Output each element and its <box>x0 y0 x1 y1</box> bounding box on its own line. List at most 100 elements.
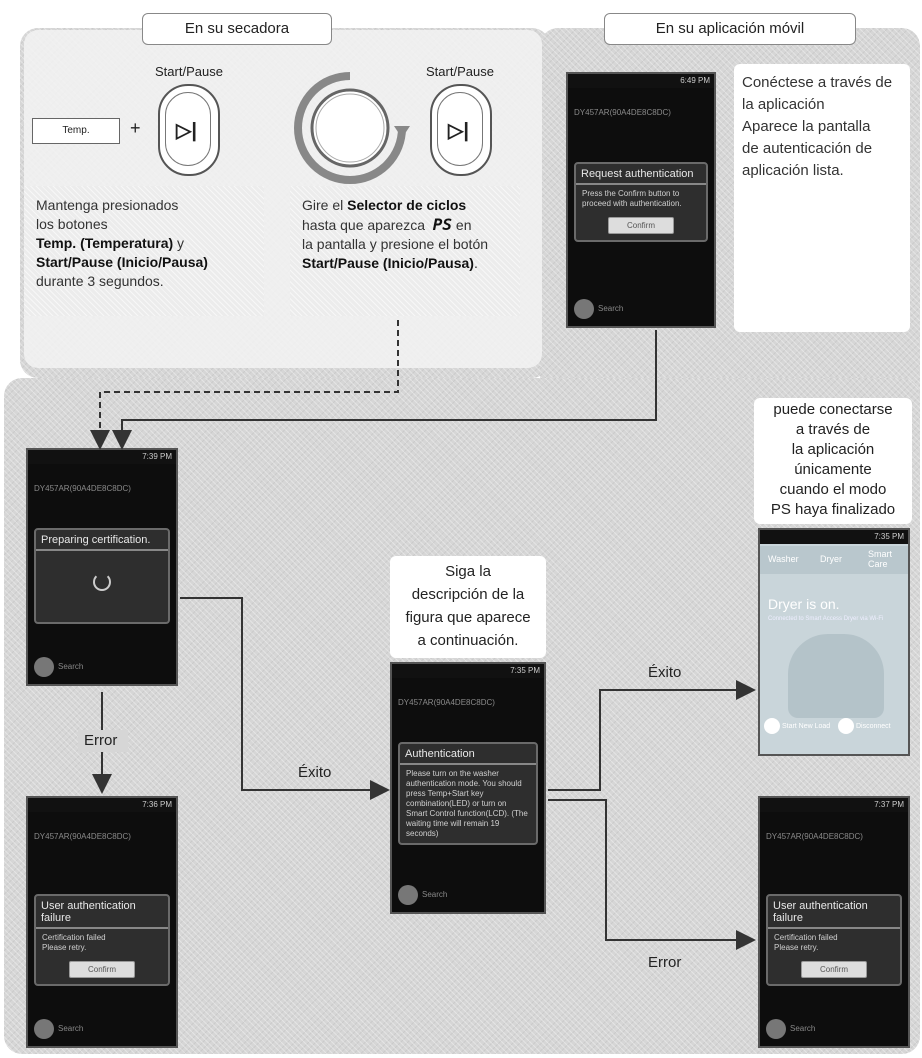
follow-line2: descripción de la <box>411 586 525 603</box>
tab-smart-care[interactable]: Smart Care <box>868 549 893 569</box>
dryer-header: En su secadora <box>142 13 332 45</box>
search-icon <box>398 884 418 905</box>
ps-note-line1: puede conectarse <box>773 401 893 418</box>
dialog-title: Request authentication <box>576 164 706 185</box>
dialog-body: Certification failed Please retry. <box>774 933 838 952</box>
follow-line3: figura que aparece <box>405 609 531 626</box>
desc2-line4: Start/Pause (Inicio/Pausa) <box>302 255 474 271</box>
dialog-body: Please turn on the washer authentication… <box>406 769 528 838</box>
phone-auth-failure-left: 7:36 PM DY457AR(90A4DE8C8DC) User authen… <box>26 796 178 1048</box>
device-id: DY457AR(90A4DE8C8DC) <box>34 484 131 493</box>
arrow-auth-error <box>548 799 756 950</box>
dashed-arrow-dial-to-preparing <box>90 320 399 450</box>
dialog-body: Press the Confirm button to proceed with… <box>582 189 682 208</box>
ps-note-line6: PS haya finalizado <box>770 501 896 518</box>
arrow-preparing-to-auth <box>180 597 390 800</box>
error-arrow-mask <box>78 730 128 752</box>
dryer-status-text: Dryer is on. <box>768 596 840 612</box>
disconnect-label: Disconnect <box>855 722 891 730</box>
start-pause-button-2: ▷| <box>430 84 492 176</box>
dialog-title: User authentication failure <box>768 896 900 929</box>
search-label: Search <box>598 304 624 313</box>
dialog-title: Authentication <box>400 744 536 765</box>
ps-note-line5: cuando el modo <box>779 481 887 498</box>
ps-note-line4: únicamente <box>794 461 872 478</box>
desc2-line1a: Gire el <box>302 197 348 213</box>
search-label: Search <box>58 1024 84 1033</box>
start-new-load-button[interactable]: Start New Load <box>764 718 830 734</box>
status-bar: 7:35 PM <box>392 664 544 678</box>
disconnect-button[interactable]: Disconnect <box>838 718 891 734</box>
status-bar: 6:49 PM <box>568 74 714 88</box>
dialog-title: Preparing certification. <box>36 530 168 551</box>
search-icon <box>574 298 594 319</box>
arrow-auth-exito <box>548 680 756 791</box>
request-dialog: Request authentication Press the Confirm… <box>574 162 708 242</box>
plus-sign: + <box>130 118 141 138</box>
desc2-line3: la pantalla y presione el botón <box>302 236 489 252</box>
follow-note: Siga la descripción de la figura que apa… <box>390 556 546 658</box>
authentication-dialog: Authentication Please turn on the washer… <box>398 742 538 845</box>
temp-button: Temp. <box>32 118 120 144</box>
disconnect-icon <box>838 718 854 734</box>
desc1-line2: los botones <box>36 216 108 232</box>
dryer-illustration <box>788 634 884 718</box>
tab-dryer[interactable]: Dryer <box>820 554 842 564</box>
search-bar[interactable]: Search <box>398 884 447 906</box>
dryer-step2-description: Gire el Selector de ciclos hasta que apa… <box>290 186 520 316</box>
desc1-line4: Start/Pause (Inicio/Pausa) <box>36 254 208 270</box>
follow-line1: Siga la <box>445 563 491 580</box>
desc1-line5: durante 3 segundos. <box>36 273 164 289</box>
search-bar[interactable]: Search <box>766 1018 815 1040</box>
loading-spinner-icon <box>93 573 111 591</box>
label-exito-right: Éxito <box>648 664 682 681</box>
confirm-button[interactable]: Confirm <box>801 961 867 978</box>
start-new-load-label: Start New Load <box>781 722 831 730</box>
desc2-line2a: hasta que aparezca <box>302 217 425 233</box>
search-bar[interactable]: Search <box>34 656 83 678</box>
temp-button-label: Temp. <box>62 125 90 136</box>
desc2-line2c: en <box>452 217 472 233</box>
desc1-line3: Temp. (Temperatura) <box>36 235 174 251</box>
phone-request-authentication: 6:49 PM DY457AR(90A4DE8C8DC) Request aut… <box>566 72 716 328</box>
device-id: DY457AR(90A4DE8C8DC) <box>34 832 131 841</box>
label-error-down: Error <box>84 732 118 749</box>
confirm-button[interactable]: Confirm <box>69 961 135 978</box>
cycle-selector-dial <box>294 72 410 184</box>
play-pause-icon: ▷| <box>448 120 469 142</box>
search-icon <box>34 656 54 677</box>
tab-washer[interactable]: Washer <box>768 554 799 564</box>
search-bar[interactable]: Search <box>34 1018 83 1040</box>
start-pause-label-1: Start/Pause <box>155 64 223 79</box>
app-desc-line3: Aparece la pantalla <box>742 118 871 135</box>
phone-preparing-certification: 7:39 PM DY457AR(90A4DE8C8DC) Preparing c… <box>26 448 178 686</box>
phone-authentication: 7:35 PM DY457AR(90A4DE8C8DC) Authenticat… <box>390 662 546 914</box>
arrow-app-to-preparing <box>112 330 657 450</box>
follow-line4: a continuación. <box>417 632 519 649</box>
failure-dialog: User authentication failure Certificatio… <box>766 894 902 986</box>
start-pause-button-1: ▷| <box>158 84 220 176</box>
dryer-status-subtext: Connected to Smart Access Dryer via Wi-F… <box>768 616 884 622</box>
preparing-dialog: Preparing certification. <box>34 528 170 624</box>
search-label: Search <box>422 890 448 899</box>
search-bar[interactable]: Search <box>574 298 623 320</box>
app-desc-line1: Conéctese a través de <box>742 74 893 91</box>
start-pause-button-1-inner <box>165 92 211 166</box>
plus-circle-icon <box>764 718 780 734</box>
status-bar: 7:37 PM <box>760 798 908 812</box>
search-icon <box>34 1018 54 1039</box>
ps-display-glyph: PS <box>432 215 453 234</box>
app-description-box <box>734 64 910 332</box>
status-bar: 7:39 PM <box>28 450 176 464</box>
app-desc-line5: aplicación lista. <box>742 162 844 179</box>
phone-auth-failure-right: 7:37 PM DY457AR(90A4DE8C8DC) User authen… <box>758 796 910 1048</box>
search-label: Search <box>58 662 84 671</box>
dialog-title: User authentication failure <box>36 896 168 929</box>
ps-note-line2: a través de <box>795 421 871 438</box>
label-exito-mid: Éxito <box>298 764 332 781</box>
device-id: DY457AR(90A4DE8C8DC) <box>398 698 495 707</box>
desc1-line3b: y <box>173 235 185 251</box>
search-icon <box>766 1018 786 1039</box>
play-pause-icon: ▷| <box>176 120 197 142</box>
confirm-button[interactable]: Confirm <box>608 217 674 234</box>
